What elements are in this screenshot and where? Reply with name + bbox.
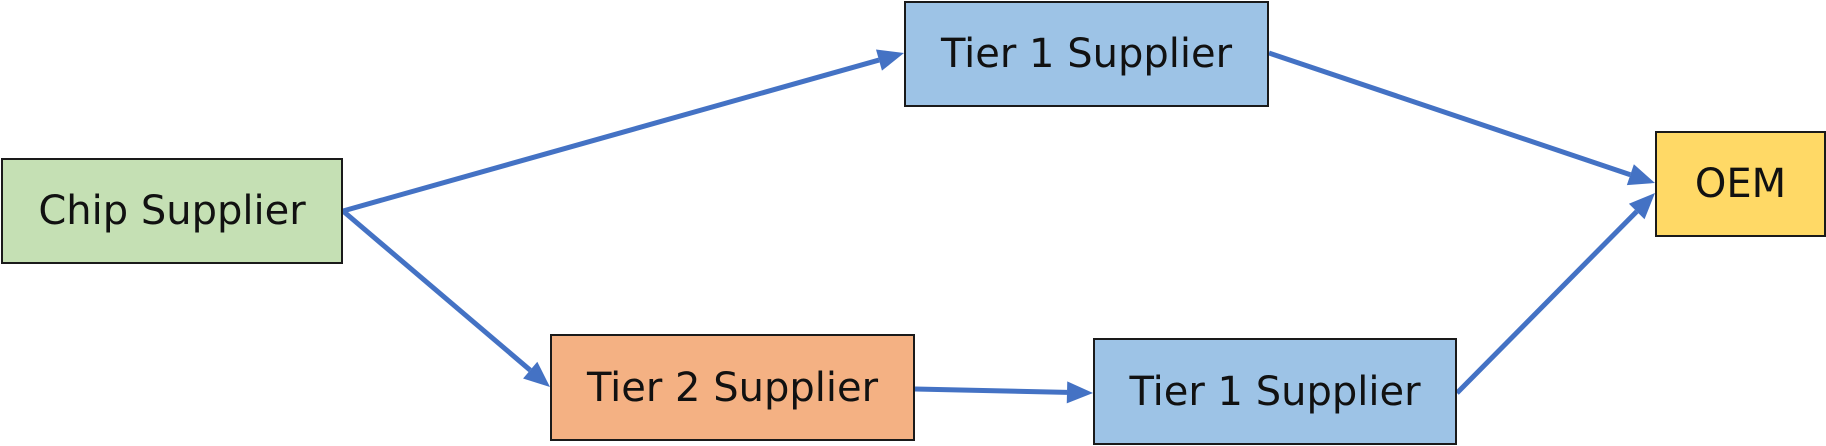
edge-chip-to-tier1_top bbox=[342, 57, 880, 214]
node-tier1-supplier-bottom-label: Tier 1 Supplier bbox=[1129, 368, 1421, 415]
arrowhead-tier1_top-to-oem bbox=[1626, 164, 1655, 186]
arrowhead-chip-to-tier1_top bbox=[875, 49, 904, 71]
edge-tier2-to-tier1_bottom bbox=[914, 386, 1068, 395]
node-oem: OEM bbox=[1655, 131, 1826, 237]
node-chip-supplier-label: Chip Supplier bbox=[38, 188, 306, 234]
edge-tier1_top-to-oem bbox=[1268, 50, 1632, 178]
edge-tier1_bottom-to-oem bbox=[1455, 209, 1639, 395]
edge-chip-to-tier2 bbox=[341, 209, 532, 373]
node-chip-supplier: Chip Supplier bbox=[1, 158, 343, 264]
node-tier2-supplier: Tier 2 Supplier bbox=[550, 334, 915, 441]
node-tier1-supplier-top: Tier 1 Supplier bbox=[904, 1, 1269, 107]
arrowhead-tier1_bottom-to-oem bbox=[1628, 193, 1655, 220]
node-tier1-supplier-top-label: Tier 1 Supplier bbox=[940, 31, 1233, 77]
node-oem-label: OEM bbox=[1694, 161, 1787, 207]
node-tier2-supplier-label: Tier 2 Supplier bbox=[586, 364, 879, 411]
arrowhead-chip-to-tier2 bbox=[523, 361, 550, 387]
node-tier1-supplier-bottom: Tier 1 Supplier bbox=[1093, 338, 1457, 445]
arrowhead-tier2-to-tier1_bottom bbox=[1066, 381, 1093, 404]
